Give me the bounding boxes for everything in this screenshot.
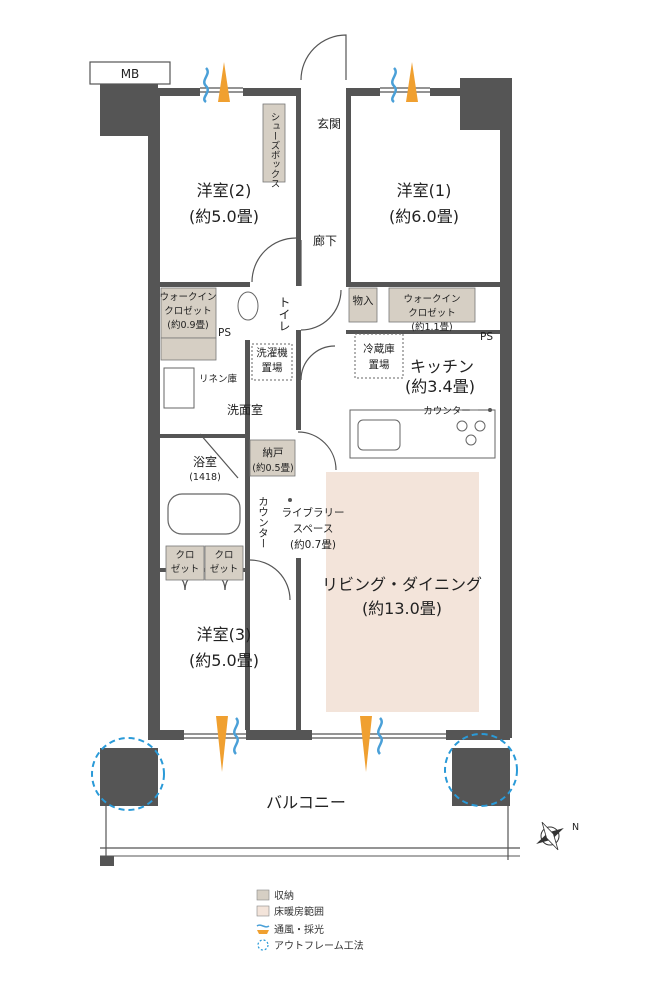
closet-a-line1: クロ — [175, 550, 194, 561]
kitchen-name: キッチン — [410, 357, 474, 376]
meter-box-label: MB — [121, 67, 140, 81]
legend-label-outframe: アウトフレーム工法 — [274, 939, 364, 952]
ventilation-marks — [203, 62, 418, 772]
washer-space — [251, 343, 293, 381]
fridge-space — [354, 333, 404, 379]
bedroom3-name: 洋室(3) — [197, 625, 252, 644]
legend-wind-icon — [256, 924, 270, 934]
bath-size: (1418) — [189, 472, 221, 483]
stove-burner-icon — [474, 420, 486, 432]
kitchen-size: (約3.4畳) — [405, 377, 475, 396]
compass-icon: N — [536, 821, 579, 851]
living-name: リビング・ダイニング — [322, 575, 482, 594]
counter-vertical-label: カウンター — [257, 496, 269, 549]
outframe-circle-left — [91, 737, 165, 811]
bedroom1-size: (約6.0畳) — [389, 207, 459, 226]
walkin1-line1: ウォークイン — [403, 294, 460, 305]
sink-icon — [357, 419, 401, 451]
kitchen-counter-label: カウンター — [423, 406, 471, 417]
kitchen-counter-unit — [349, 409, 496, 459]
legend-label-floor-heating: 床暖房範囲 — [274, 905, 324, 918]
closet-nando — [249, 439, 296, 477]
legend-swatch-floor-heating — [256, 905, 270, 917]
wind-light-icon — [391, 62, 418, 104]
bathtub-icon — [167, 493, 241, 535]
wind-light-icon — [216, 716, 239, 772]
outframe-circle-right — [444, 733, 518, 807]
ps-left-label: PS — [218, 327, 231, 339]
doors — [164, 34, 347, 601]
walkin2-line2: クロゼット — [164, 305, 212, 317]
legend-swatch-storage — [256, 889, 270, 901]
toilet-icon — [237, 291, 259, 321]
ps-right-label: PS — [480, 331, 493, 343]
hallway-label: 廊下 — [313, 233, 337, 248]
linen-label: リネン庫 — [199, 373, 238, 385]
stove-burner-icon — [465, 434, 477, 446]
library-line1: ライブラリー — [282, 506, 345, 519]
bath-name: 浴室 — [193, 454, 217, 469]
fridge-line1: 冷蔵庫 — [363, 342, 395, 355]
closet-nando-name: 納戸 — [263, 446, 284, 459]
fridge-line2: 置場 — [369, 358, 390, 371]
library-line2: スペース — [293, 523, 334, 535]
entrance-label: 玄関 — [317, 116, 341, 131]
bedroom2-size: (約5.0畳) — [189, 207, 259, 226]
shoe-box — [262, 103, 286, 183]
library-marker — [288, 498, 292, 502]
walkin-closet-1 — [388, 287, 476, 323]
shoe-box-label: シューズボックス — [269, 112, 281, 188]
walkin2-line1: ウォークイン — [159, 292, 216, 303]
walkin1-line2: クロゼット — [408, 307, 456, 319]
library-line3: (約0.7畳) — [290, 538, 336, 551]
legend-outframe-icon — [257, 939, 269, 951]
legend-label-wind: 通風・採光 — [274, 923, 324, 936]
walkin1-line3: (約1.1畳) — [411, 321, 453, 333]
toilet-label: トイレ — [277, 296, 291, 332]
closet-b-line1: クロ — [214, 550, 233, 561]
wind-light-icon — [360, 716, 383, 772]
living-size: (約13.0畳) — [362, 599, 442, 618]
storage-closet — [348, 287, 378, 323]
compass-north-label: N — [572, 822, 579, 833]
stove-burner-icon — [456, 420, 468, 432]
washroom-label: 洗面室 — [227, 402, 263, 417]
washer-line1: 洗濯機 — [256, 346, 288, 359]
closet-a — [165, 545, 205, 581]
storage-label: 物入 — [353, 294, 374, 307]
outer-walls — [100, 78, 512, 740]
washer-line2: 置場 — [262, 361, 283, 374]
legend-label-storage: 収納 — [274, 889, 294, 902]
legend: 収納 床暖房範囲 通風・採光 アウトフレーム工法 — [256, 889, 364, 952]
floor-heating-area — [326, 472, 479, 712]
bedroom2-name: 洋室(2) — [197, 181, 252, 200]
closet-a-line2: ゼット — [171, 563, 200, 575]
walkin-closet-2 — [160, 287, 217, 339]
closet-nando-size: (約0.5畳) — [252, 462, 294, 474]
closet-b-line2: ゼット — [210, 563, 239, 575]
bedroom1-name: 洋室(1) — [397, 181, 452, 200]
bedroom3-size: (約5.0畳) — [189, 651, 259, 670]
closet-b — [204, 545, 244, 581]
balcony — [100, 748, 520, 866]
walkin2-line3: (約0.9畳) — [167, 319, 209, 331]
balcony-label: バルコニー — [266, 793, 346, 812]
wash-basin-icon — [163, 367, 195, 409]
walkin-closet-2-shelf — [160, 337, 217, 361]
wind-light-icon — [203, 62, 230, 104]
